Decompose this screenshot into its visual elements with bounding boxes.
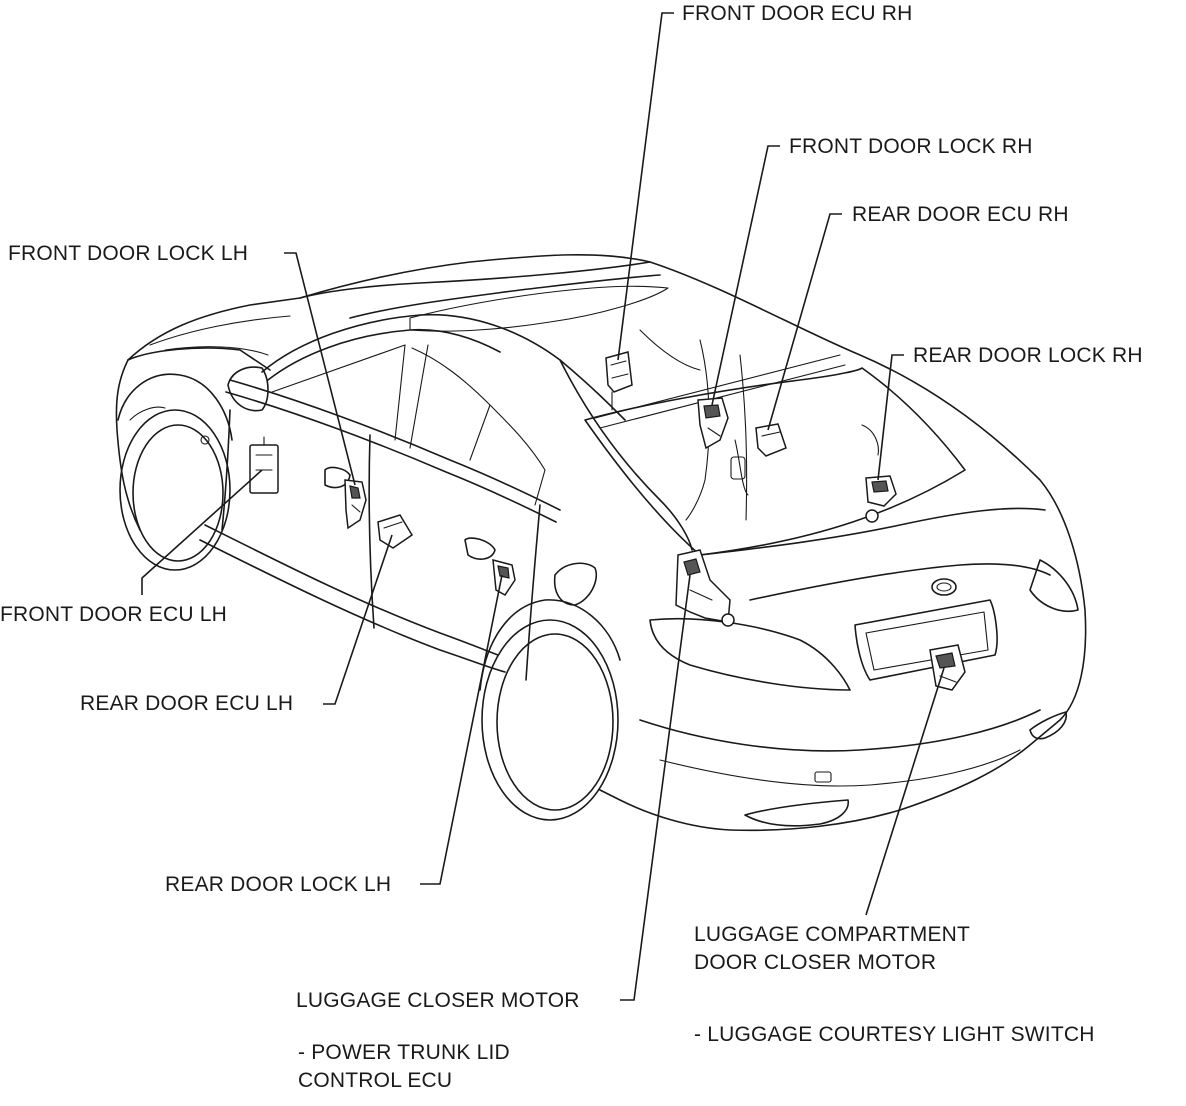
component-front-door-lock-rh bbox=[697, 397, 729, 450]
component-rear-door-ecu-rh bbox=[755, 423, 787, 457]
leader-front-door-ecu-lh bbox=[141, 469, 263, 595]
label-rear-door-ecu-lh: REAR DOOR ECU LH bbox=[80, 692, 294, 715]
leader-rear-door-ecu-rh bbox=[767, 213, 842, 431]
leader-front-door-ecu-rh bbox=[617, 12, 674, 361]
label-power-trunk-lid-control-ecu: - POWER TRUNK LID CONTROL ECU bbox=[298, 1041, 510, 1092]
label-rear-door-lock-rh: REAR DOOR LOCK RH bbox=[913, 344, 1143, 367]
leader-lines bbox=[141, 12, 945, 1001]
component-rear-door-ecu-lh bbox=[377, 514, 414, 549]
label-front-door-ecu-rh: FRONT DOOR ECU RH bbox=[682, 2, 913, 25]
leader-luggage-closer-motor bbox=[620, 574, 691, 1001]
label-rear-door-lock-lh: REAR DOOR LOCK LH bbox=[165, 873, 392, 896]
leader-front-door-lock-rh bbox=[711, 145, 780, 406]
component-front-door-ecu-rh bbox=[605, 351, 633, 411]
component-front-door-ecu-lh bbox=[249, 436, 279, 494]
label-front-door-ecu-lh: FRONT DOOR ECU LH bbox=[0, 603, 228, 626]
label-rear-door-ecu-rh: REAR DOOR ECU RH bbox=[852, 203, 1069, 226]
leader-front-door-lock-lh bbox=[284, 252, 356, 486]
label-luggage-closer-motor: LUGGAGE CLOSER MOTOR bbox=[296, 989, 580, 1012]
component-luggage-compartment-door-closer-motor bbox=[929, 644, 966, 691]
car-body-outline bbox=[115, 253, 1087, 832]
component-front-door-lock-lh bbox=[344, 479, 367, 530]
leader-rear-door-lock-lh bbox=[420, 574, 503, 885]
component-luggage-closer-motor bbox=[675, 549, 735, 627]
leader-luggage-compartment-door-closer-motor bbox=[865, 667, 945, 916]
label-front-door-lock-rh: FRONT DOOR LOCK RH bbox=[789, 135, 1033, 158]
leader-rear-door-ecu-lh bbox=[323, 534, 393, 705]
leader-rear-door-lock-rh bbox=[877, 354, 904, 481]
label-luggage-compartment-door-closer-motor: LUGGAGE COMPARTMENT DOOR CLOSER MOTOR bbox=[694, 923, 971, 974]
component-rear-door-lock-rh bbox=[865, 475, 897, 523]
label-front-door-lock-lh: FRONT DOOR LOCK LH bbox=[8, 242, 249, 265]
component-rear-door-lock-lh bbox=[492, 558, 516, 596]
label-luggage-courtesy-light-switch: - LUGGAGE COURTESY LIGHT SWITCH bbox=[694, 1023, 1095, 1046]
